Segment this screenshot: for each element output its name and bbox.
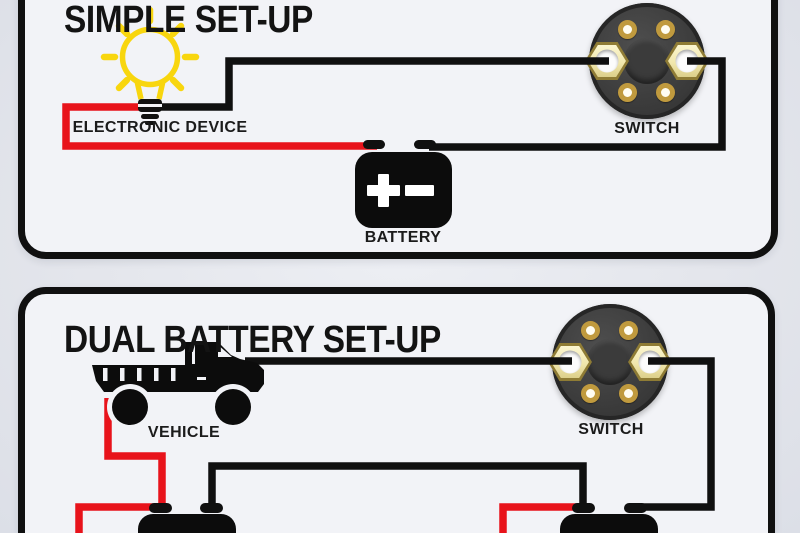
terminal-stub-icon [572, 503, 595, 513]
switch-screw-icon [581, 321, 600, 340]
bulb-socket [138, 99, 162, 125]
terminal-stub-icon [414, 140, 436, 149]
wire-battery1-to-battery2 [208, 462, 587, 504]
switch-screw-icon [656, 20, 675, 39]
light-bulb-icon [100, 6, 200, 125]
switch-screw-icon [618, 20, 637, 39]
wire-device-to-battery-positive [62, 103, 377, 150]
terminal-stub-icon [149, 503, 172, 513]
bulb-rays [100, 6, 200, 92]
battery-icon [355, 152, 452, 228]
terminal-stub-icon [200, 503, 223, 513]
switch-screw-icon [619, 321, 638, 340]
simple-setup-title: SIMPLE SET-UP [64, 0, 313, 42]
wire-vehicle-to-battery1 [104, 398, 166, 506]
battery-switch-icon [548, 304, 672, 420]
dual-battery-setup-title: DUAL BATTERY SET-UP [64, 319, 441, 362]
battery-icon [560, 514, 658, 533]
battery-label: BATTERY [364, 229, 442, 246]
terminal-stub-icon [363, 140, 385, 149]
switch-screw-icon [656, 83, 675, 102]
vehicle-truck-icon [92, 342, 264, 430]
battery-icon [138, 514, 236, 533]
minus-icon [405, 185, 434, 196]
wire-switch-to-battery2 [634, 357, 715, 511]
wire-battery1-positive-down [75, 503, 162, 533]
black-wires [153, 57, 726, 511]
red-positive-wires [62, 103, 584, 533]
switch-label: SWITCH [614, 120, 680, 137]
switch-label: SWITCH [578, 421, 644, 438]
vehicle-label: VEHICLE [147, 424, 221, 441]
truck-wheels [107, 384, 256, 430]
plus-icon [367, 174, 400, 207]
bulb-glass [119, 26, 181, 100]
switch-screw-icon [618, 83, 637, 102]
switch-knob [587, 339, 633, 385]
electronic-device-label: ELECTRONIC DEVICE [72, 119, 248, 136]
terminal-stub-icon [624, 503, 647, 513]
wire-device-to-switch [153, 57, 609, 111]
switch-screw-icon [619, 384, 638, 403]
wire-battery2-positive-down [499, 503, 584, 533]
switch-knob [624, 38, 670, 84]
wire-switch-to-battery [429, 57, 726, 151]
switch-screw-icon [581, 384, 600, 403]
terminal-stubs [149, 140, 647, 513]
